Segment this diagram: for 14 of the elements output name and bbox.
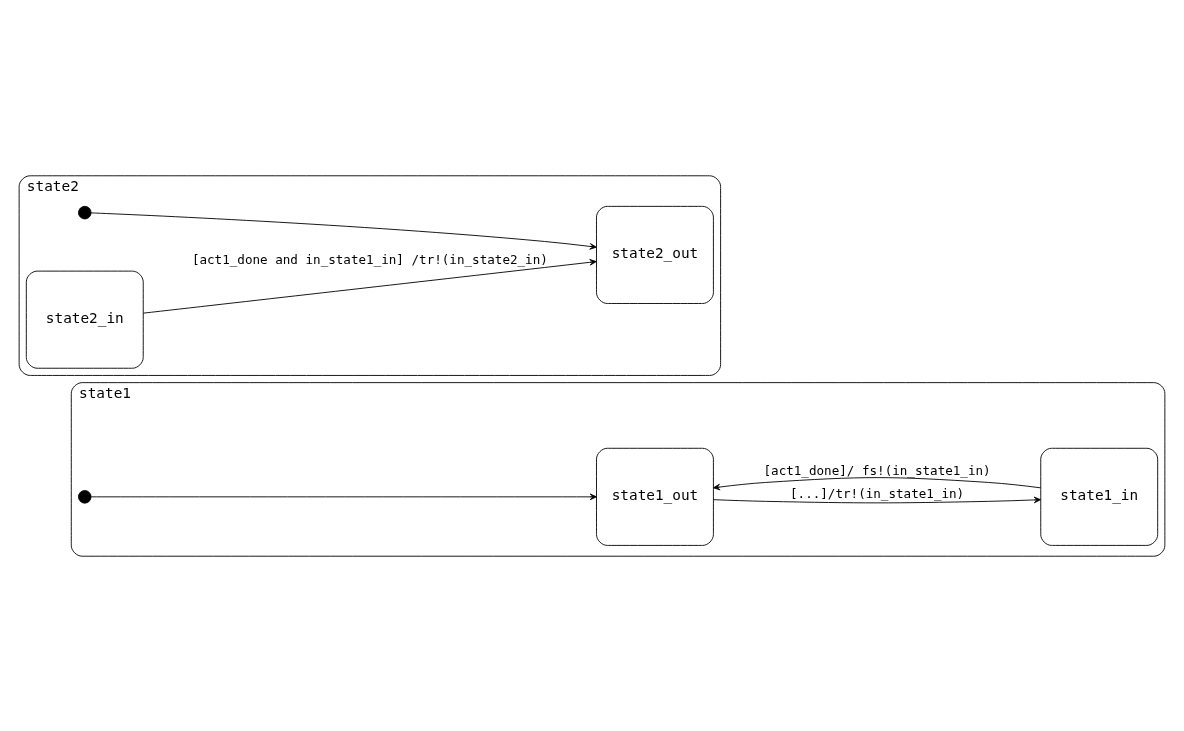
arrow: [90, 493, 597, 500]
node-box: state2_in: [25, 270, 144, 369]
node-box: state1_in: [1040, 447, 1159, 546]
node-box: state1_out: [596, 447, 714, 546]
arrow: [713, 496, 1041, 503]
edge-label: [...]/tr!(in_state1_in): [790, 485, 965, 501]
node-box: state2_out: [596, 205, 714, 304]
arrow: [142, 258, 597, 314]
arrow: [90, 211, 597, 250]
node-circle: [78, 489, 92, 504]
edge-label: [act1_done]/ fs!(in_state1_in): [763, 462, 991, 478]
node-circle: [78, 205, 92, 219]
edge-label: [act1_done and in_state1_in] /tr!(in_state2_in): [191, 251, 548, 267]
arrow: [713, 476, 1042, 490]
